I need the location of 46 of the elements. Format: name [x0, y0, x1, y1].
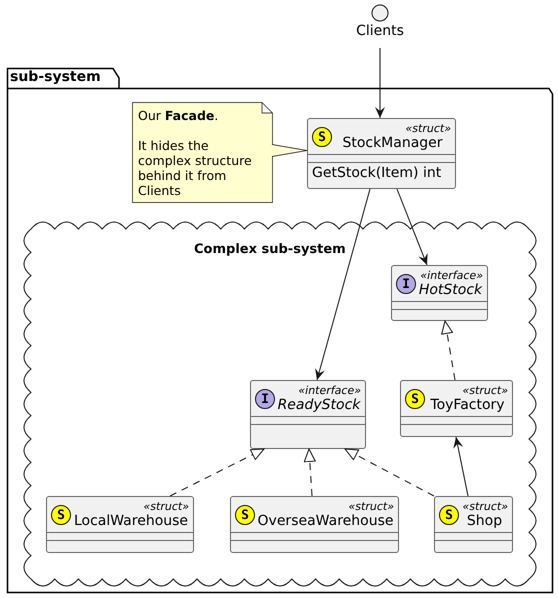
class-name: ToyFactory	[430, 397, 505, 414]
note-text: Our Facade.	[138, 108, 220, 123]
class-box	[391, 265, 488, 321]
stereotype-label: «struct»	[462, 500, 508, 513]
realization-arrow	[170, 448, 264, 496]
stereotype-label: «struct»	[462, 384, 508, 397]
realization-arrow	[441, 320, 456, 380]
package-frame	[7, 68, 553, 593]
class-box	[307, 118, 456, 189]
note-text: It hides the complex structure behind it from Clients	[138, 138, 253, 198]
class-badge: I	[255, 389, 275, 409]
stereotype-label: «interface»	[420, 269, 483, 282]
stereotype-label: «struct»	[144, 500, 189, 513]
node-label: Clients	[355, 23, 405, 39]
dependency-arrow	[315, 188, 370, 380]
method-text: GetStock(Item) int	[311, 164, 442, 183]
class-name: OverseaWarehouse	[258, 513, 394, 530]
note	[132, 102, 273, 203]
note-connector	[272, 144, 308, 157]
stereotype-label: «struct»	[406, 122, 451, 135]
class-badge: S	[405, 389, 425, 409]
realization-arrow	[344, 448, 434, 496]
cloud-title: Complex sub-system	[194, 242, 346, 257]
class-name: ReadyStock	[278, 397, 360, 414]
class-box	[400, 380, 513, 437]
dependency-arrow	[453, 436, 468, 496]
class-box	[230, 496, 399, 553]
class-box	[250, 380, 366, 449]
stereotype-label: «interface»	[298, 384, 361, 397]
class-badge: S	[235, 505, 255, 525]
class-box	[46, 496, 194, 553]
class-box	[434, 496, 513, 553]
class-badge: S	[439, 505, 459, 525]
cloud-shape	[22, 220, 538, 588]
dependency-arrow	[375, 48, 385, 118]
class-name: StockManager	[342, 135, 443, 152]
class-badge: I	[396, 274, 416, 294]
class-badge: S	[312, 127, 332, 147]
stereotype-label: «struct»	[348, 500, 394, 513]
dependency-arrow	[396, 188, 428, 266]
package-title: sub-system	[10, 69, 101, 85]
class-name: HotStock	[418, 282, 482, 299]
class-name: Shop	[466, 513, 502, 530]
class-name: LocalWarehouse	[74, 513, 188, 530]
realization-arrow	[304, 448, 316, 496]
class-badge: S	[51, 505, 71, 525]
